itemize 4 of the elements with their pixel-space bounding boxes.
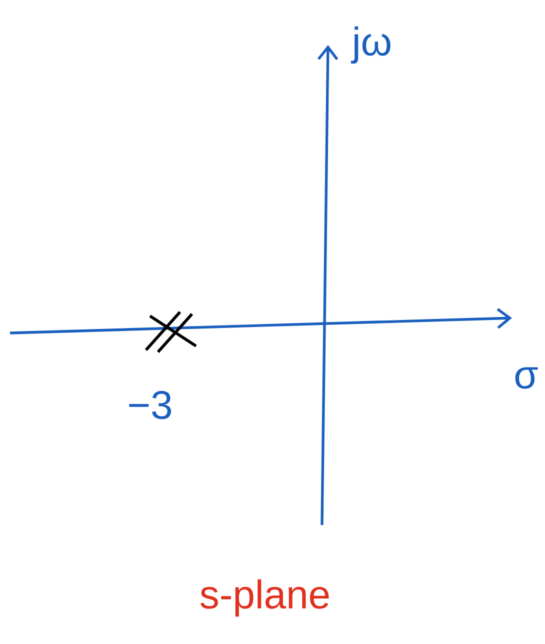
axis-label: jω — [350, 26, 390, 64]
axis-label: σ — [515, 367, 538, 389]
caption: s-plane — [200, 579, 329, 617]
pole-value: −3 — [129, 390, 172, 420]
